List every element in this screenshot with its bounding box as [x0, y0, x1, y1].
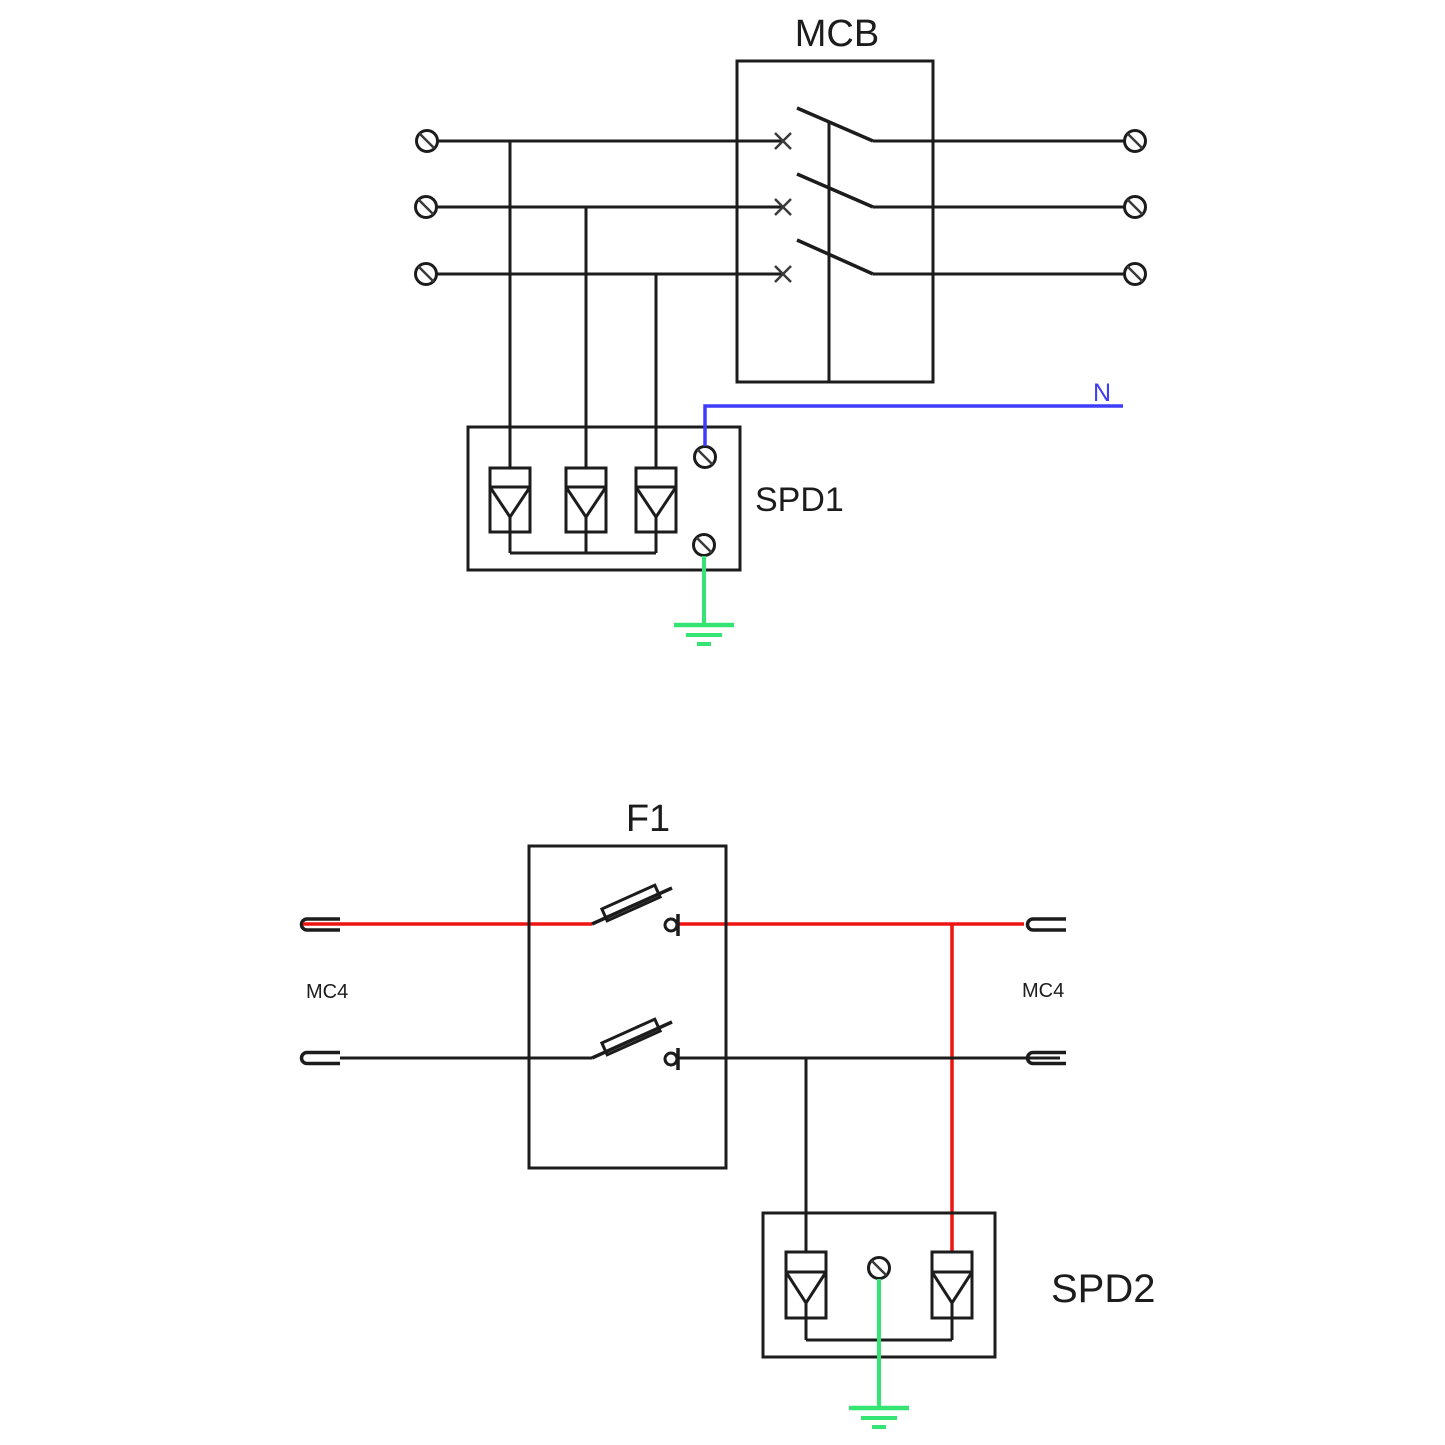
phase-input-terminal-icon — [415, 129, 439, 153]
phase-output-terminal-icon — [1123, 195, 1147, 219]
mc4-left-label: MC4 — [306, 981, 348, 1003]
fuse-blade-icon — [591, 1017, 680, 1070]
mc4-connector-icon — [299, 1050, 340, 1066]
surge-arrester-icon — [564, 466, 608, 553]
spd1-neutral-terminal-icon — [693, 445, 717, 469]
spd2-earth-ground-icon — [849, 1279, 909, 1429]
surge-arrester-icon — [488, 466, 532, 553]
dc-positive-wire — [303, 922, 1024, 1252]
f1-fuse-disconnector — [527, 844, 728, 1170]
spd2-label: SPD2 — [1051, 1267, 1156, 1311]
neutral-label: N — [1093, 379, 1111, 407]
mcb-pole-2 — [774, 172, 874, 216]
mc4-right-label: MC4 — [1022, 980, 1064, 1002]
spd1-tap-wires — [508, 141, 658, 468]
spd1-label: SPD1 — [755, 481, 844, 519]
f1-label: F1 — [626, 798, 670, 840]
mc4-connector-icon — [299, 917, 340, 932]
spd1-enclosure — [466, 425, 742, 572]
f1-enclosure — [527, 844, 728, 1170]
spd2-earth-terminal-icon — [867, 1256, 891, 1280]
phase-input-terminal-icon — [414, 195, 438, 219]
phase-input-terminal-icon — [414, 262, 438, 286]
spd1-earth-ground-icon — [674, 556, 734, 646]
fuse-blade-icon — [591, 883, 680, 936]
mcb-label: MCB — [795, 13, 879, 55]
phase-output-terminal-icon — [1123, 129, 1147, 153]
spd1-device — [466, 425, 742, 572]
neutral-wire — [703, 404, 1123, 446]
surge-arrester-icon — [930, 1250, 974, 1340]
dc-negative-wire — [340, 1056, 1060, 1252]
surge-arrester-icon — [634, 466, 678, 553]
phase-output-terminal-icon — [1123, 262, 1147, 286]
mc4-connector-icon — [1025, 917, 1066, 932]
mcb-pole-3 — [774, 238, 874, 283]
mcb-breaker — [735, 59, 935, 384]
mcb-pole-1 — [774, 106, 874, 150]
surge-arrester-icon — [784, 1250, 828, 1340]
mcb-enclosure — [735, 59, 935, 384]
spd1-earth-terminal-icon — [692, 533, 716, 557]
